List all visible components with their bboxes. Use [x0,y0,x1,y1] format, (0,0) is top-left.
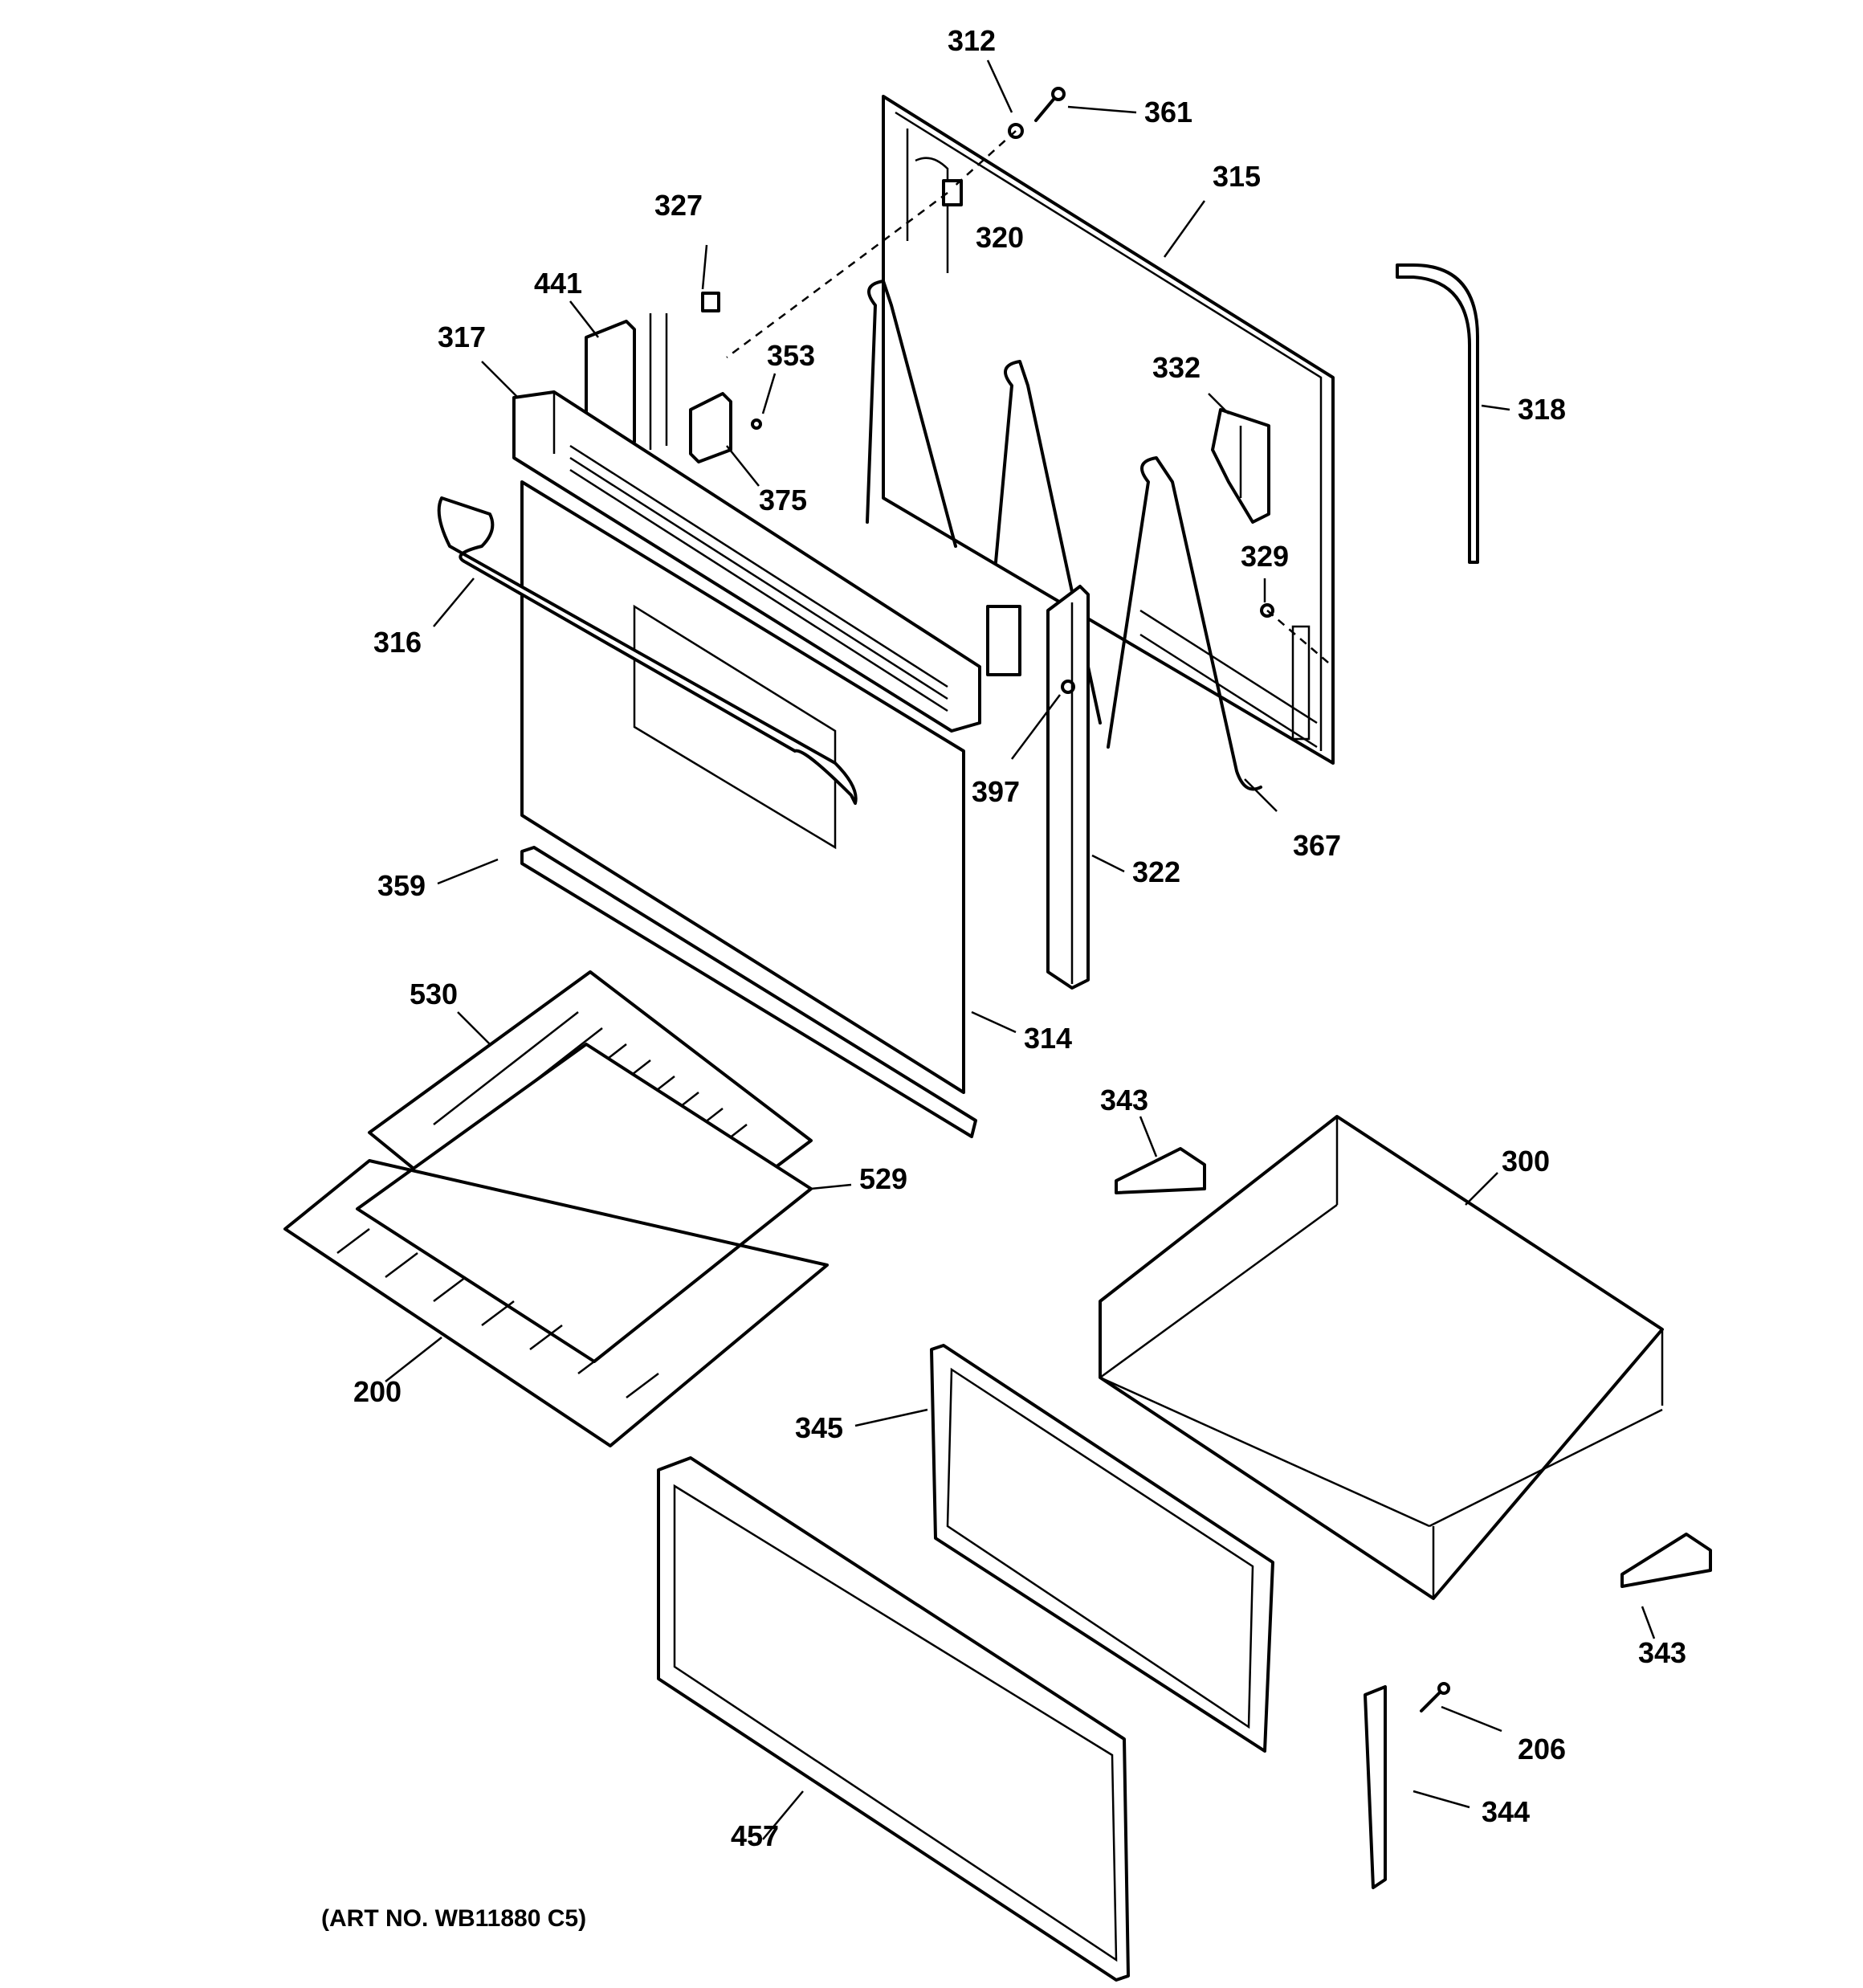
callout-312: 312 [948,24,996,57]
part-315-door-panel [882,95,1335,765]
callout-322: 322 [1132,855,1180,888]
callout-397: 397 [972,775,1020,808]
callout-318: 318 [1518,393,1566,426]
part-318-gasket [1396,263,1479,564]
callout-343-lower: 343 [1638,1636,1686,1669]
part-329-screw [1260,603,1274,618]
leader-lines [385,59,1656,1840]
vent-slots [569,444,948,712]
callout-345: 345 [795,1411,843,1444]
part-457-drawer-front [657,1456,1130,1982]
callout-359: 359 [377,869,426,902]
callout-530: 530 [410,978,458,1010]
callout-457: 457 [731,1819,779,1852]
part-345-drawer-panel [930,1344,1274,1753]
callout-332: 332 [1152,351,1201,384]
callout-314: 314 [1024,1022,1072,1055]
part-397-screw [1061,680,1075,694]
callout-labels: 312 361 315 320 327 441 317 353 332 318 … [353,24,1686,1852]
callout-344: 344 [1482,1795,1530,1828]
part-300-drawer [1099,1115,1664,1600]
part-200-oven-rack [283,1159,829,1447]
callout-353: 353 [767,339,815,372]
callout-343-upper: 343 [1100,1084,1148,1116]
rack-bars [336,1228,659,1398]
callout-316: 316 [373,626,422,659]
part-316-door-handle [437,496,858,805]
assembly-lines [726,130,1334,667]
callout-300: 300 [1502,1145,1550,1178]
callout-329: 329 [1241,540,1289,573]
part-344-trim-strip [1364,1685,1387,1889]
callout-367: 367 [1293,829,1341,862]
callout-206: 206 [1518,1733,1566,1766]
part-312-nut [1008,123,1024,139]
part-327-clip [701,292,720,312]
part-353-screw [751,418,762,430]
callout-317: 317 [438,320,486,353]
part-206-screw [1420,1682,1450,1712]
part-359-bottom-trim [520,846,977,1138]
part-320-hinge-pin [942,179,963,206]
part-367-door-hinge-wires [866,280,1262,791]
part-375-bracket [689,392,732,463]
callout-361: 361 [1144,96,1192,129]
callout-320: 320 [976,221,1024,254]
callout-200: 200 [353,1375,402,1408]
part-343-slide-lower [1620,1533,1712,1588]
part-332-hinge-receptacle [1211,408,1270,524]
part-343-slide-upper [1115,1147,1206,1194]
callout-327: 327 [654,189,703,222]
callout-529: 529 [859,1162,907,1195]
part-361-screw [1034,87,1066,122]
callout-315: 315 [1213,160,1261,193]
part-314-door-glass [520,480,965,1094]
callout-375: 375 [759,484,807,516]
part-317-vent-trim [512,390,981,733]
callout-441: 441 [534,267,582,300]
art-number-label: (ART NO. WB11880 C5) [321,1905,586,1932]
part-322-side-trim [986,585,1090,990]
